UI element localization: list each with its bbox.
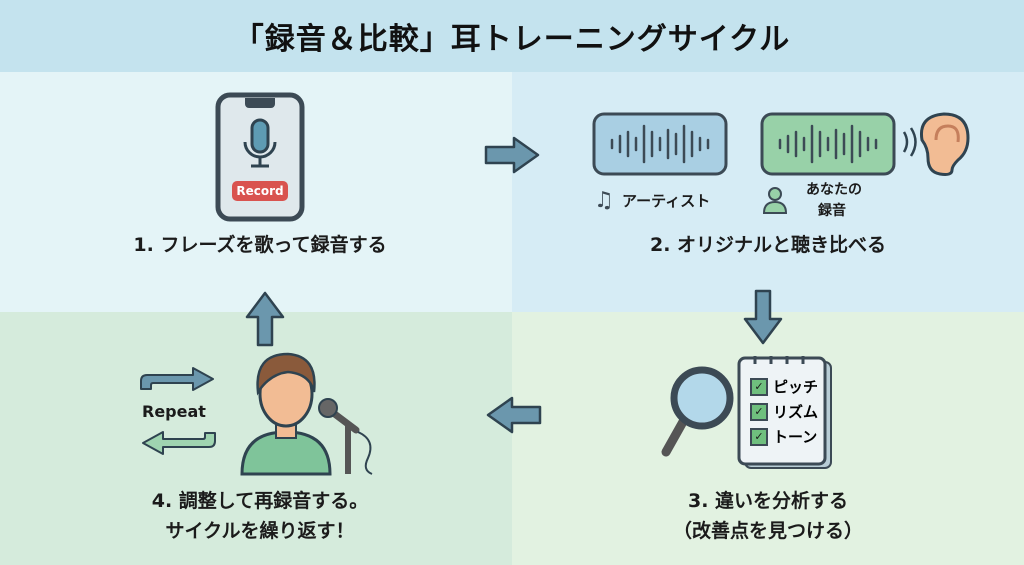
checkbox-checked-icon: ✓: [750, 377, 768, 396]
checkbox-checked-icon: ✓: [750, 427, 768, 446]
arrow-up-icon: [245, 291, 285, 347]
repeat-label: Repeat: [142, 402, 206, 421]
repeat-arrow-back-icon: [142, 431, 216, 455]
page-title: 「録音＆比較」耳トレーニングサイクル: [233, 22, 791, 57]
ear-icon: [902, 112, 970, 176]
artist-waveform: [592, 112, 728, 176]
checklist-item: ✓ リズム: [750, 401, 818, 422]
arrow-right-icon: [484, 136, 540, 174]
music-note-icon: ♫: [594, 188, 614, 213]
checklist-item: ✓ ピッチ: [750, 376, 818, 397]
step-3-label: 3. 違いを分析する （改善点を見つける）: [672, 490, 863, 542]
smartphone-icon: [215, 92, 305, 222]
quadrant-compare: [512, 72, 1024, 312]
step-2-label: 2. オリジナルと聴き比べる: [649, 234, 887, 256]
checklist-item: ✓ トーン: [750, 426, 818, 447]
arrow-left-icon: [486, 396, 542, 434]
mic-stand-icon: [318, 398, 373, 475]
your-recording-label-line2: 録音: [818, 203, 846, 219]
person-icon: [240, 352, 332, 476]
checklist: ✓ ピッチ ✓ リズム ✓ トーン: [750, 376, 818, 447]
user-icon: [762, 187, 788, 214]
magnifier-icon: [661, 366, 734, 457]
microphone-icon: [243, 118, 277, 168]
your-recording-label-line1: あなたの: [806, 182, 862, 198]
record-button[interactable]: Record: [232, 181, 288, 201]
arrow-down-icon: [743, 289, 783, 345]
repeat-arrow-forward-icon: [140, 367, 214, 391]
your-waveform: [760, 112, 896, 176]
step-1-label: 1. フレーズを歌って録音する: [133, 234, 387, 256]
checkbox-checked-icon: ✓: [750, 402, 768, 421]
step-4-label: 4. 調整して再録音する。 サイクルを繰り返す！: [151, 490, 369, 542]
artist-label: アーティスト: [622, 192, 711, 210]
header: 「録音＆比較」耳トレーニングサイクル: [0, 0, 1024, 72]
